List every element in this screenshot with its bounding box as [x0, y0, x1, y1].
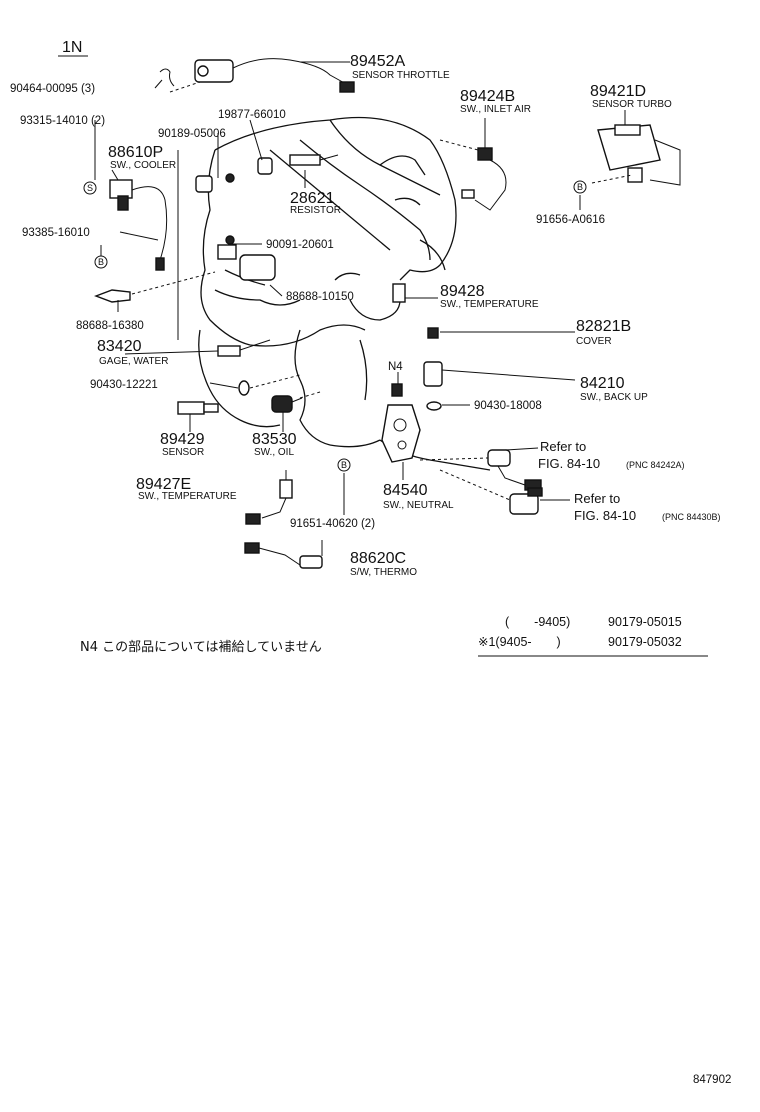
label-82821b-name: COVER [576, 336, 612, 347]
oil-switch-icon [271, 395, 303, 413]
label-88620c-number: 88620C [350, 550, 406, 567]
footnote-n4: N4 この部品については補給していません [80, 640, 322, 655]
label-83530-number: 83530 [252, 431, 297, 448]
neutral-switch-icon [381, 404, 421, 463]
marker-s: S [83, 181, 97, 195]
label-83420-number: 83420 [97, 338, 142, 355]
label-19877-66010: 19877-66010 [218, 109, 286, 121]
referenced-part-2-icon [509, 487, 543, 515]
label-28621-name: RESISTOR [290, 205, 341, 216]
marker-b-1: B [94, 255, 108, 269]
gasket-icon [238, 380, 250, 396]
turbo-sensor-icon [597, 124, 681, 186]
label-89429-name: SENSOR [162, 447, 204, 458]
label-91656-a0616: 91656-A0616 [536, 214, 605, 226]
svg-text:S: S [87, 183, 93, 193]
label-n4: N4 [388, 361, 403, 373]
label-84540-name: SW., NEUTRAL [383, 500, 454, 511]
label-90464-00095: 90464-00095 (3) [10, 83, 95, 95]
clamp-icon [94, 289, 131, 303]
bolt-n4-icon [391, 383, 403, 397]
label-83420-name: GAGE, WATER [99, 356, 168, 367]
marker-b-2: B [573, 180, 587, 194]
label-90091-20601: 90091-20601 [266, 239, 334, 251]
plug-icon [195, 157, 273, 193]
label-88688-10150: 88688-10150 [286, 291, 354, 303]
marker-b-3: B [337, 458, 351, 472]
label-89424b-name: SW., INLET AIR [460, 104, 531, 115]
label-89424b-number: 89424B [460, 88, 515, 105]
label-89421d-name: SENSOR TURBO [592, 99, 672, 110]
engine-sensor-icon [217, 173, 276, 281]
referenced-part-1-icon [487, 449, 542, 491]
date-row1-range: ( -9405) [505, 615, 570, 629]
date-row2-range: ※1(9405- ) [478, 635, 561, 649]
reference-1-line2: FIG. 84-10 [538, 456, 600, 471]
label-89427e-number: 89427E [136, 476, 191, 493]
temperature-switch-89427e-icon [245, 479, 293, 525]
label-90189-05006: 90189-05006 [158, 128, 226, 140]
throttle-sensor-icon [159, 58, 355, 93]
label-84540-number: 84540 [383, 482, 428, 499]
inlet-air-switch-icon [461, 147, 507, 211]
reference-2-line1: Refer to [574, 491, 620, 506]
label-89428-name: SW., TEMPERATURE [440, 299, 539, 310]
reference-1-line1: Refer to [540, 439, 586, 454]
date-range-table: ( -9405) 90179-05015 ※1(9405- ) 90179-05… [478, 615, 708, 657]
group-code: 1N [62, 39, 82, 56]
label-89429-number: 89429 [160, 431, 205, 448]
label-89421d-number: 89421D [590, 83, 646, 100]
reference-2-line2: FIG. 84-10 [574, 508, 636, 523]
label-89427e-name: SW., TEMPERATURE [138, 491, 237, 502]
label-84210-number: 84210 [580, 375, 625, 392]
label-88688-16380: 88688-16380 [76, 320, 144, 332]
label-89428-number: 89428 [440, 283, 485, 300]
label-91651-40620: 91651-40620 (2) [290, 518, 375, 530]
thermo-switch-icon [244, 542, 323, 569]
date-row1-part: 90179-05015 [608, 615, 682, 629]
label-93385-16010: 93385-16010 [22, 227, 90, 239]
label-82821b-number: 82821B [576, 318, 631, 335]
cover-icon [427, 327, 439, 339]
svg-text:B: B [577, 182, 583, 192]
label-88610p-number: 88610P [108, 144, 163, 161]
label-88620c-name: S/W, THERMO [350, 567, 417, 578]
sensor-89429-icon [177, 401, 219, 415]
resistor-icon [289, 154, 339, 166]
cooler-switch-icon [109, 179, 168, 271]
label-84210-name: SW., BACK UP [580, 392, 648, 403]
reference-2-pnc: (PNC 84430B) [662, 512, 721, 522]
svg-text:B: B [98, 257, 104, 267]
label-28621-number: 28621 [290, 190, 335, 207]
label-90430-12221: 90430-12221 [90, 379, 158, 391]
svg-text:B: B [341, 460, 347, 470]
label-89452a-number: 89452A [350, 53, 405, 70]
leader-lines [94, 61, 633, 556]
label-93315-14010: 93315-14010 (2) [20, 115, 105, 127]
label-83530-name: SW., OIL [254, 447, 294, 458]
temperature-switch-89428-icon [392, 283, 406, 303]
reference-1-pnc: (PNC 84242A) [626, 460, 685, 470]
back-up-switch-icon [423, 361, 443, 411]
date-row2-part: 90179-05032 [608, 635, 682, 649]
label-89452a-name: SENSOR THROTTLE [352, 70, 450, 81]
illustration-number: 847902 [693, 1074, 731, 1086]
label-90430-18008: 90430-18008 [474, 400, 542, 412]
label-88610p-name: SW., COOLER [110, 160, 176, 171]
water-gage-icon [217, 339, 271, 357]
